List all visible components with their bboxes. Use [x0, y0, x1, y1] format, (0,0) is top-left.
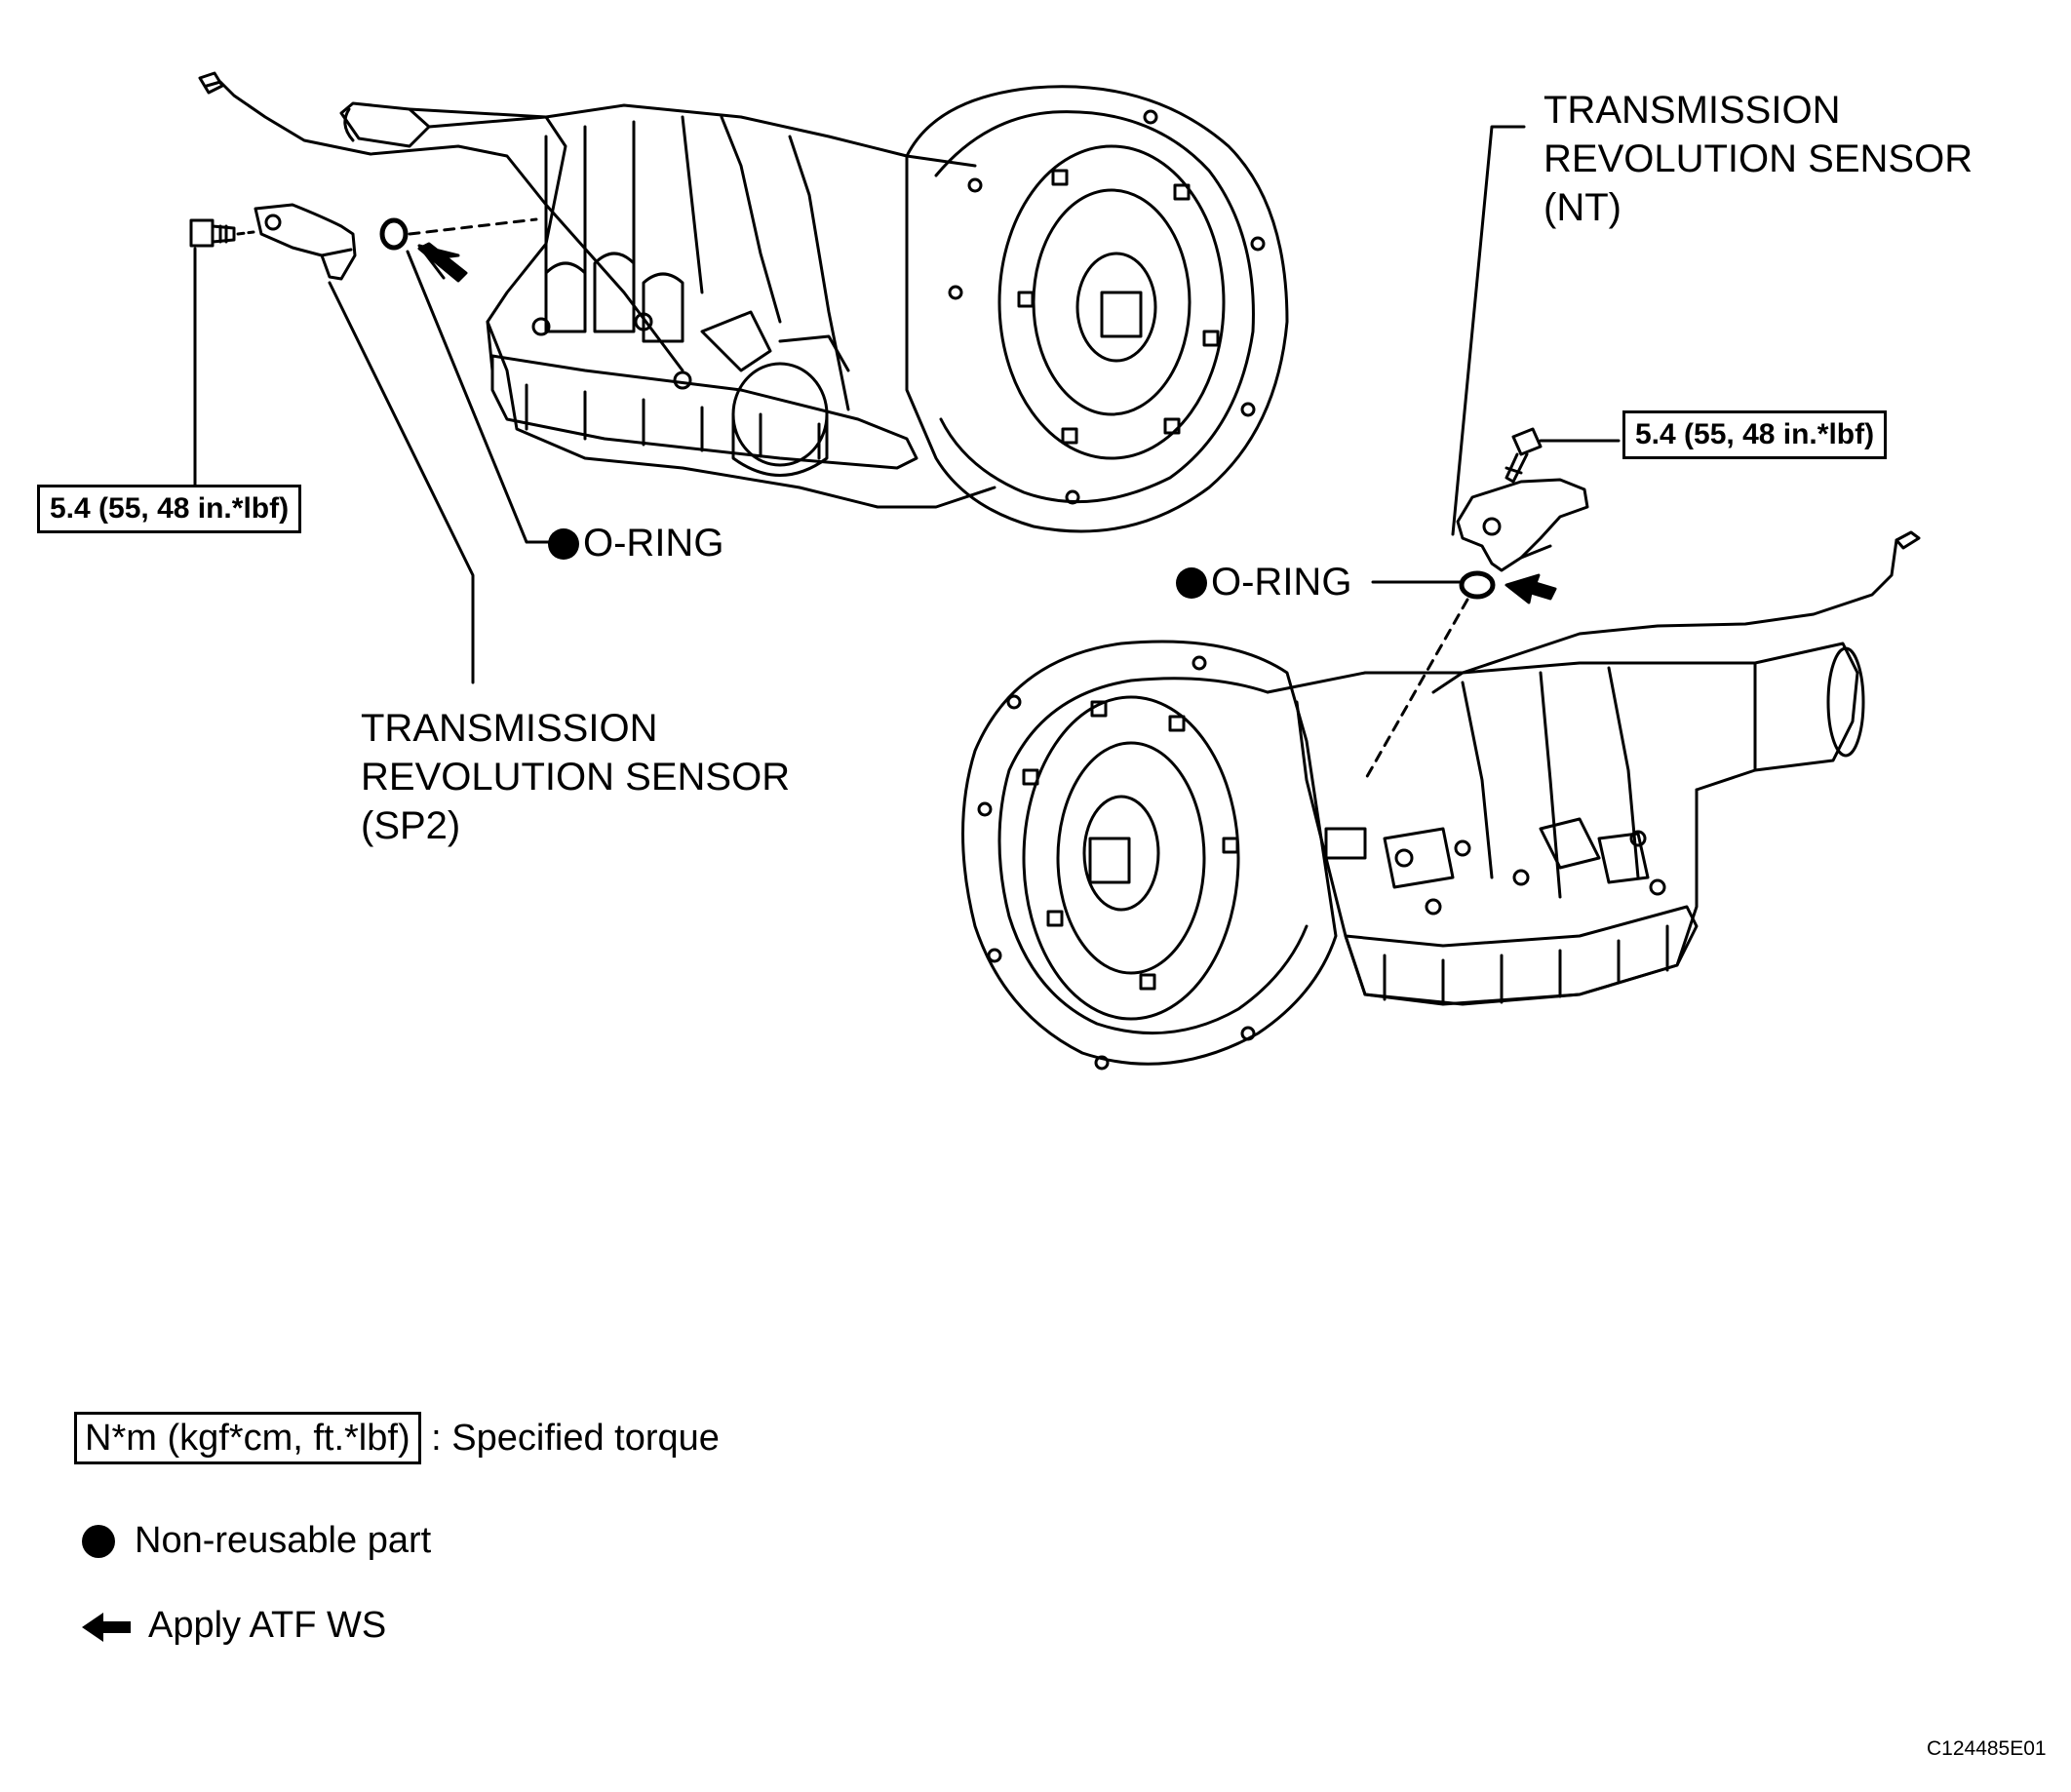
- oring-right-label: O-RING: [1176, 558, 1351, 606]
- figure-code: C124485E01: [1927, 1737, 2047, 1760]
- sp2-sensor-line-1: TRANSMISSION: [361, 707, 658, 750]
- right-transmission-drawing: [961, 125, 1921, 1071]
- sp2-sensor-line-3: (SP2): [361, 804, 461, 847]
- legend-nonreusable: Non-reusable part: [82, 1517, 431, 1564]
- left-transmission-drawing: [189, 71, 1289, 684]
- nt-sensor-line-1: TRANSMISSION: [1543, 89, 1841, 132]
- legend-torque: N*m (kgf*cm, ft.*lbf) : Specified torque: [74, 1412, 720, 1464]
- sp2-sensor-line-2: REVOLUTION SENSOR: [361, 756, 791, 799]
- oring-left-label: O-RING: [548, 519, 723, 567]
- nt-sensor-line-3: (NT): [1543, 186, 1622, 229]
- legend-atf: Apply ATF WS: [82, 1602, 386, 1649]
- torque-right-box: 5.4 (55, 48 in.*lbf): [1622, 410, 1888, 459]
- nonreusable-dot-icon: [548, 528, 579, 560]
- legend-torque-text: : Specified torque: [431, 1418, 720, 1459]
- legend-torque-box: N*m (kgf*cm, ft.*lbf): [74, 1412, 421, 1464]
- nt-sensor-label: TRANSMISSION REVOLUTION SENSOR (NT): [1543, 86, 1973, 232]
- filled-circle-icon: [82, 1525, 115, 1558]
- sp2-sensor-label: TRANSMISSION REVOLUTION SENSOR (SP2): [361, 704, 790, 850]
- nt-sensor-line-2: REVOLUTION SENSOR: [1543, 137, 1973, 180]
- torque-left-box: 5.4 (55, 48 in.*lbf): [37, 485, 302, 533]
- legend-atf-text: Apply ATF WS: [148, 1605, 387, 1646]
- legend-nonreusable-text: Non-reusable part: [135, 1520, 432, 1561]
- oring-left-text: O-RING: [583, 522, 724, 565]
- nonreusable-dot-icon: [1176, 567, 1207, 599]
- left-arrow-icon: [82, 1612, 131, 1642]
- oring-right-text: O-RING: [1211, 561, 1352, 604]
